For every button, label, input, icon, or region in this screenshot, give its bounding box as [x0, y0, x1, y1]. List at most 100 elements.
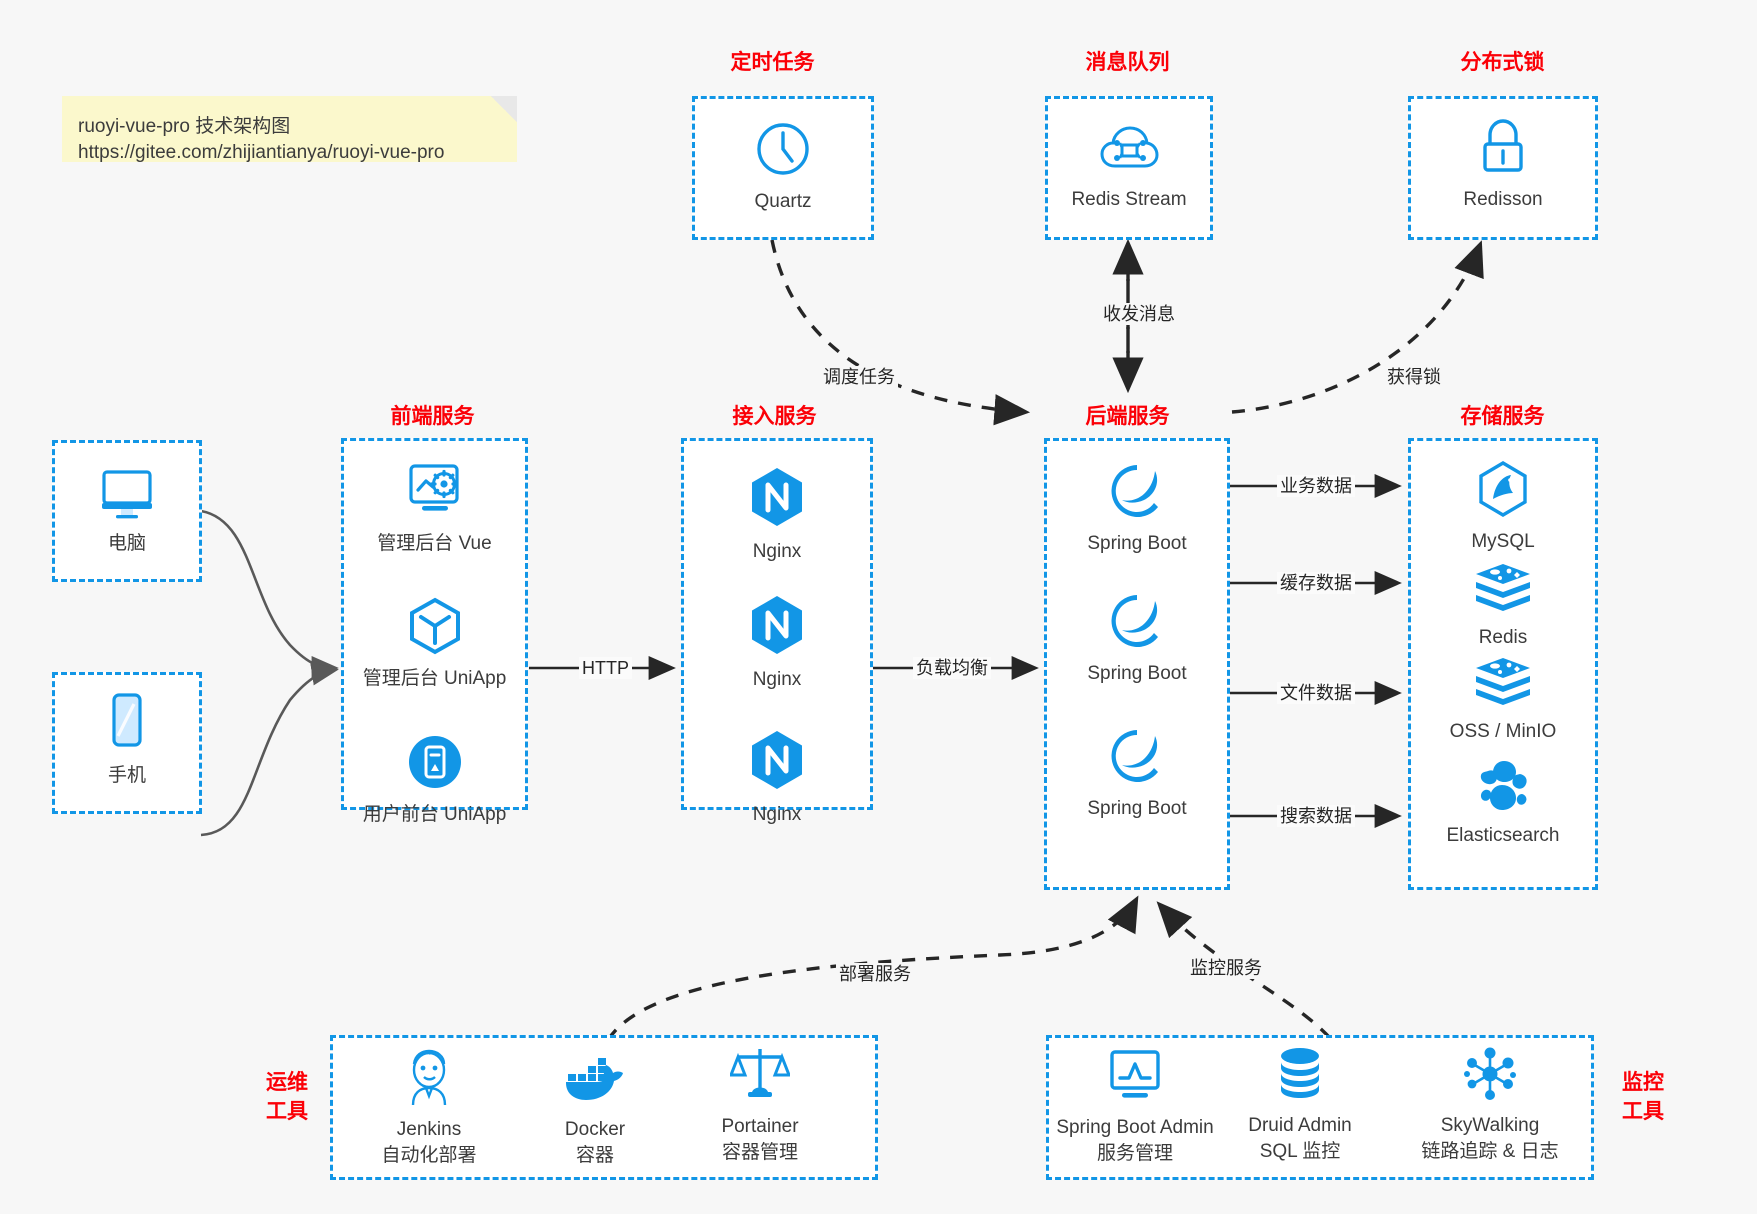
group-box-scheduler [692, 96, 874, 240]
node-user-uniapp[interactable]: 用户前台 UniApp [341, 733, 528, 827]
node-desktop[interactable]: 电脑 [52, 468, 202, 556]
edge-label-monitor-service: 监控服务 [1187, 957, 1265, 979]
group-box-mq [1045, 96, 1213, 240]
node-label: Jenkins [396, 1119, 462, 1140]
spring-boot-icon [1108, 462, 1166, 525]
edge-label-acquire-lock: 获得锁 [1384, 366, 1444, 388]
spring-boot-icon [1108, 592, 1166, 655]
node-nginx-3[interactable]: Nginx [681, 729, 873, 827]
node-admin-uniapp[interactable]: 管理后台 UniApp [341, 597, 528, 691]
node-label: SkyWalking [1440, 1115, 1540, 1136]
node-sublabel: 自动化部署 [381, 1145, 477, 1166]
node-mysql[interactable]: MySQL [1408, 460, 1598, 554]
edge-label-http: HTTP [579, 657, 632, 679]
node-label: Nginx [752, 541, 802, 562]
oss-icon [1473, 656, 1533, 713]
dashboard-gear-icon [404, 462, 466, 525]
node-sublabel: 服务管理 [1096, 1143, 1173, 1164]
node-jenkins[interactable]: Jenkins 自动化部署 [344, 1048, 514, 1169]
node-label: 用户前台 UniApp [362, 804, 507, 825]
node-redisson[interactable]: Redisson [1408, 118, 1598, 212]
node-label: Spring Boot [1087, 533, 1187, 554]
node-druid-admin[interactable]: Druid Admin SQL 监控 [1200, 1046, 1400, 1165]
database-icon [1272, 1046, 1328, 1107]
group-title-lock: 分布式锁 [1460, 51, 1545, 74]
node-label: 手机 [107, 765, 146, 786]
node-nginx-1[interactable]: Nginx [681, 466, 873, 564]
group-title-monitor-line1: 监控 [1622, 1071, 1664, 1094]
edge-label-deploy-service: 部署服务 [836, 963, 914, 985]
node-label: Nginx [752, 804, 802, 825]
node-label: Druid Admin [1248, 1115, 1352, 1136]
note-line-1: ruoyi-vue-pro 技术架构图 [78, 116, 291, 137]
node-portainer[interactable]: Portainer 容器管理 [675, 1045, 845, 1166]
group-title-storage: 存储服务 [1460, 405, 1545, 428]
node-label: 管理后台 Vue [377, 533, 492, 554]
node-sublabel: 容器 [575, 1145, 614, 1166]
node-spring-boot-1[interactable]: Spring Boot [1044, 462, 1230, 556]
node-label: Redisson [1463, 189, 1543, 210]
uniapp-cube-icon [406, 597, 464, 660]
node-elasticsearch[interactable]: Elasticsearch [1408, 758, 1598, 848]
node-redis[interactable]: Redis [1408, 562, 1598, 650]
sticky-note: ruoyi-vue-pro 技术架构图 https://gitee.com/zh… [62, 96, 517, 163]
node-label: Spring Boot [1087, 663, 1187, 684]
group-title-mq: 消息队列 [1085, 51, 1170, 74]
node-docker[interactable]: Docker 容器 [510, 1052, 680, 1169]
note-line-2: https://gitee.com/zhijiantianya/ruoyi-vu… [78, 142, 445, 163]
edge-label-cache-data: 缓存数据 [1277, 572, 1355, 594]
group-title-scheduler: 定时任务 [730, 51, 815, 74]
node-label: Redis [1478, 627, 1528, 648]
skywalking-icon [1461, 1046, 1519, 1107]
edge-label-schedule-task: 调度任务 [820, 366, 898, 388]
portainer-scale-icon [728, 1045, 792, 1108]
mobile-icon [104, 692, 150, 757]
redis-icon [1473, 562, 1533, 619]
group-title-frontend: 前端服务 [390, 405, 475, 428]
node-label: Spring Boot [1087, 798, 1187, 819]
cloud-stream-icon [1099, 122, 1159, 181]
node-label: Redis Stream [1071, 189, 1187, 210]
clock-icon [754, 120, 812, 183]
group-box-monitor [1046, 1035, 1594, 1180]
group-title-monitor-line2: 工具 [1622, 1100, 1664, 1123]
lock-icon [1475, 118, 1531, 181]
note-fold-corner [491, 96, 517, 122]
group-title-devops-line2: 工具 [266, 1100, 308, 1123]
node-admin-vue[interactable]: 管理后台 Vue [341, 462, 528, 556]
mysql-icon [1475, 460, 1531, 523]
node-redis-stream[interactable]: Redis Stream [1045, 122, 1213, 212]
node-label: Spring Boot Admin [1056, 1117, 1214, 1138]
node-skywalking[interactable]: SkyWalking 链路追踪 & 日志 [1390, 1046, 1590, 1165]
edge-label-mq-messages: 收发消息 [1100, 303, 1178, 325]
node-label: Nginx [752, 669, 802, 690]
node-mobile[interactable]: 手机 [52, 692, 202, 788]
node-nginx-2[interactable]: Nginx [681, 594, 873, 692]
node-label: Elasticsearch [1446, 825, 1560, 846]
node-oss-minio[interactable]: OSS / MinIO [1408, 656, 1598, 744]
nginx-icon [748, 594, 806, 661]
node-sublabel: SQL 监控 [1259, 1141, 1341, 1162]
node-label: MySQL [1471, 531, 1535, 552]
node-label: Quartz [754, 191, 812, 212]
edge-label-file-data: 文件数据 [1277, 682, 1355, 704]
node-label: Docker [564, 1119, 626, 1140]
nginx-icon [748, 466, 806, 533]
node-quartz[interactable]: Quartz [692, 120, 874, 214]
edge-label-search-data: 搜索数据 [1277, 805, 1355, 827]
node-spring-boot-admin[interactable]: Spring Boot Admin 服务管理 [1020, 1048, 1250, 1167]
node-spring-boot-2[interactable]: Spring Boot [1044, 592, 1230, 686]
group-title-devops-line1: 运维 [266, 1071, 308, 1094]
monitor-chart-icon [1104, 1048, 1166, 1109]
node-label: 电脑 [107, 533, 146, 554]
edge-label-load-balance: 负载均衡 [913, 657, 991, 679]
elasticsearch-icon [1475, 758, 1531, 817]
group-title-monitor: 监控 工具 [1614, 1068, 1672, 1126]
spring-boot-icon [1108, 727, 1166, 790]
docker-icon [564, 1052, 626, 1109]
node-label: Portainer [721, 1116, 799, 1137]
nginx-icon [748, 729, 806, 796]
node-spring-boot-3[interactable]: Spring Boot [1044, 727, 1230, 821]
group-title-devops: 运维 工具 [258, 1068, 316, 1126]
